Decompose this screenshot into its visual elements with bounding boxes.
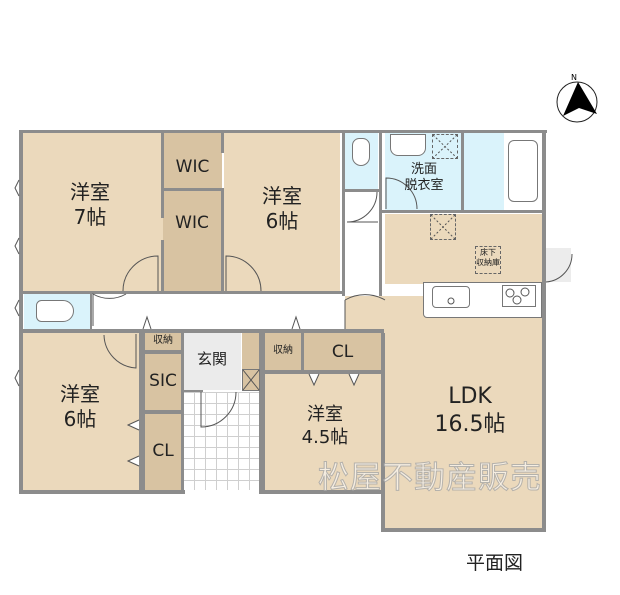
wall xyxy=(139,333,145,493)
room-ldk-main xyxy=(385,314,542,528)
room-label-entrance: 玄関 xyxy=(196,350,227,368)
north-arrow-icon: N xyxy=(556,73,598,123)
bathtub xyxy=(508,140,538,202)
washer-space xyxy=(432,134,458,159)
room-wic-top xyxy=(163,133,222,188)
room-label-sic: SIC xyxy=(149,371,177,391)
fridge-space xyxy=(430,214,456,240)
room-western-6a xyxy=(224,133,340,291)
room-label-wic-top: WIC xyxy=(175,157,210,177)
room-label-western-4-5: 洋室 4.5帖 xyxy=(301,404,349,448)
toilet-upper-bowl xyxy=(352,138,370,166)
svg-text:N: N xyxy=(571,73,577,82)
wall xyxy=(19,291,344,294)
room-entrance-shelf xyxy=(242,333,260,369)
room-label-western-6a: 洋室 6帖 xyxy=(262,184,302,233)
room-entrance xyxy=(183,333,241,390)
wall xyxy=(301,333,304,370)
wall xyxy=(19,130,23,494)
room-label-western-7: 洋室 7帖 xyxy=(70,180,110,229)
room-storage-1 xyxy=(145,333,181,350)
wash-basin xyxy=(390,134,426,156)
wall xyxy=(381,333,385,374)
entrance-tile-floor xyxy=(183,392,260,490)
room-storage-2 xyxy=(265,333,301,370)
wall xyxy=(379,133,382,296)
room-label-underfloor-storage: 床下 収納庫 xyxy=(476,248,500,267)
wall xyxy=(542,130,546,532)
room-label-ldk: LDK 16.5帖 xyxy=(434,384,506,437)
wall xyxy=(19,130,547,133)
room-bath-wash xyxy=(464,133,504,210)
wall xyxy=(345,189,379,192)
wall xyxy=(161,240,164,294)
room-wic-bottom xyxy=(163,191,221,291)
wall xyxy=(19,490,185,494)
room-label-cl-2: CL xyxy=(331,342,354,362)
wall xyxy=(183,390,203,392)
wall xyxy=(342,133,345,296)
room-ldk-upper xyxy=(385,214,542,284)
room-label-western-6b: 洋室 6帖 xyxy=(60,382,100,431)
wall xyxy=(181,333,184,493)
wall xyxy=(382,210,544,213)
wall xyxy=(461,133,464,210)
room-cl-1 xyxy=(145,414,181,490)
room-hallway xyxy=(92,294,342,329)
watermark: 松屋不動産販売 xyxy=(318,460,542,497)
wall xyxy=(19,329,384,333)
exterior-step xyxy=(546,248,571,282)
compass: N xyxy=(551,72,603,124)
room-label-storage-1: 収納 xyxy=(153,335,173,346)
room-western-6b xyxy=(22,333,139,490)
wall xyxy=(265,370,384,374)
wall xyxy=(145,350,181,354)
wall xyxy=(381,528,546,532)
kitchen-sink xyxy=(432,286,470,308)
wall xyxy=(259,490,385,494)
wall xyxy=(221,133,224,153)
wall xyxy=(161,133,164,218)
wall xyxy=(221,188,224,294)
room-sic xyxy=(145,354,181,410)
room-label-wic-bottom: WIC xyxy=(175,213,209,233)
wall xyxy=(90,294,92,329)
wall xyxy=(145,410,181,414)
room-label-washroom: 洗面 脱衣室 xyxy=(404,162,444,194)
plan-title: 平面図 xyxy=(466,552,524,574)
toilet-lower-bowl xyxy=(36,300,74,322)
wall xyxy=(163,188,223,191)
room-western-7 xyxy=(22,133,163,291)
room-western-4-5 xyxy=(265,374,381,490)
wall xyxy=(381,374,385,532)
underfloor-storage-box xyxy=(475,246,501,274)
room-label-storage-2: 収納 xyxy=(273,345,293,356)
wall xyxy=(259,333,265,493)
room-cl-2 xyxy=(304,333,381,370)
room-label-cl-1: CL xyxy=(152,441,174,461)
